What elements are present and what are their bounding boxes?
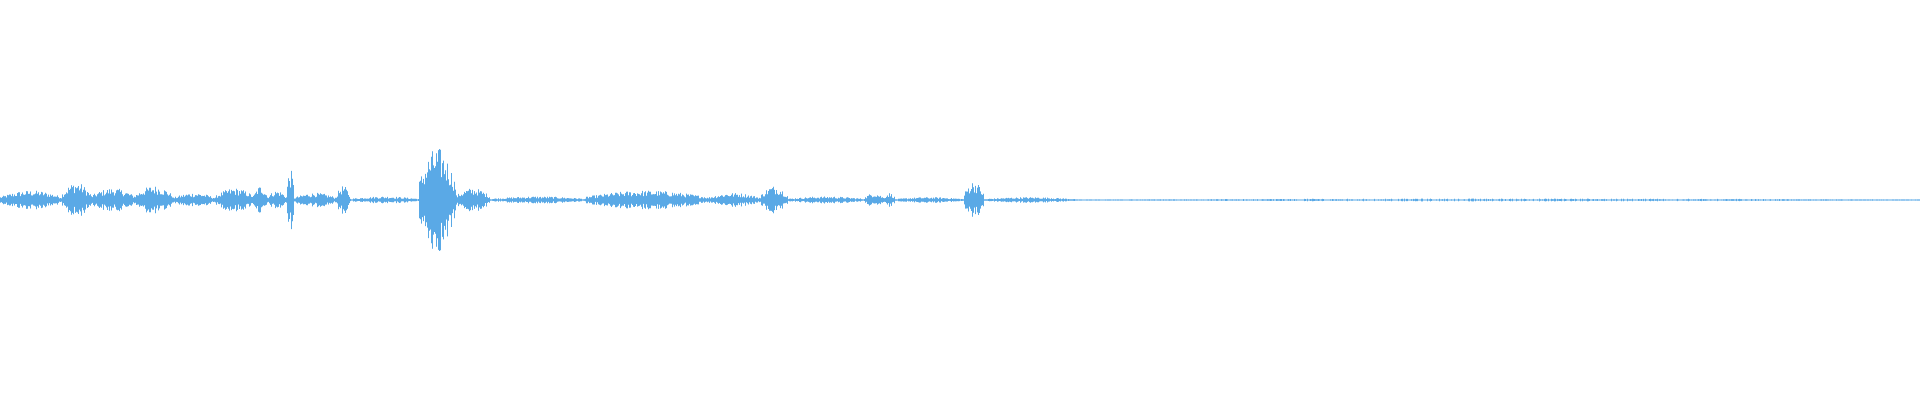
waveform-samples xyxy=(0,149,1920,251)
waveform-trace xyxy=(0,149,1920,251)
